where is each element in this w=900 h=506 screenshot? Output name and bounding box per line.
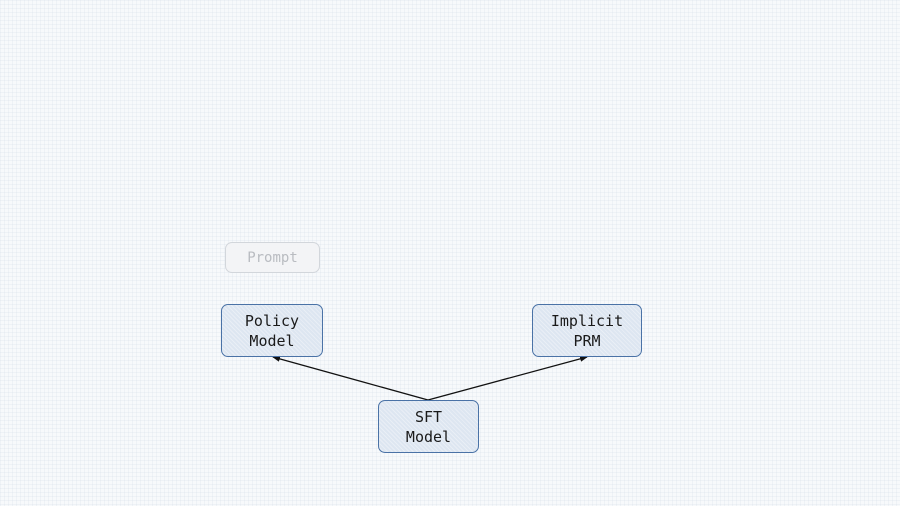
node-sft-model-line1: SFT: [414, 407, 443, 426]
node-policy-model-line2: Model: [249, 331, 295, 350]
node-policy-model: Policy Model: [221, 304, 323, 357]
node-implicit-prm: Implicit PRM: [532, 304, 642, 357]
node-sft-model: SFT Model: [378, 400, 479, 453]
edge-sft-to-prm: [427, 355, 588, 401]
edge-sft-to-policy: [272, 355, 429, 401]
node-sft-model-label: SFT Model: [406, 407, 451, 447]
node-prompt-label: Prompt: [247, 249, 298, 266]
node-implicit-prm-label: Implicit PRM: [551, 311, 623, 351]
node-policy-model-label: Policy Model: [245, 311, 299, 351]
node-implicit-prm-line2: PRM: [573, 331, 601, 350]
node-prompt: Prompt: [225, 242, 320, 273]
node-policy-model-line1: Policy: [244, 311, 300, 330]
node-implicit-prm-line1: Implicit: [550, 311, 624, 330]
node-sft-model-line2: Model: [405, 427, 452, 446]
